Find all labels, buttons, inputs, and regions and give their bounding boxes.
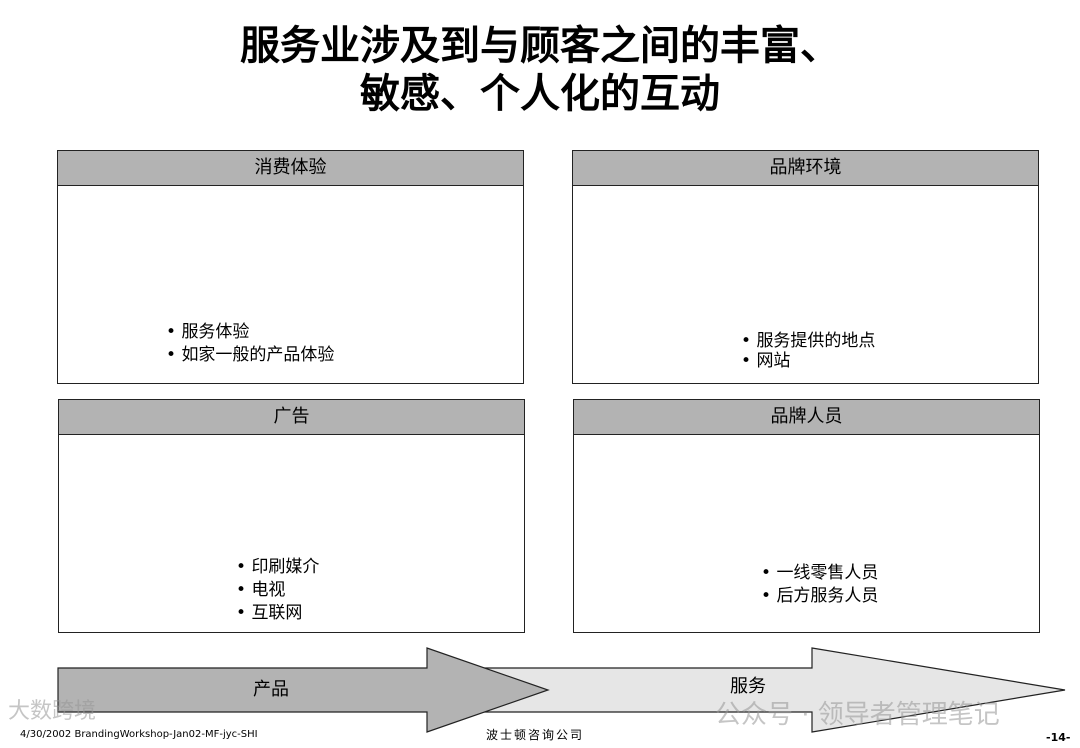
box-header: 品牌环境 — [573, 151, 1038, 186]
title-line-1: 服务业涉及到与顾客之间的丰富、 — [240, 23, 840, 69]
service-label: 服务 — [730, 676, 766, 697]
product-label: 产品 — [253, 679, 289, 700]
list-item: 服务提供的地点 — [741, 331, 875, 351]
box-header: 消费体验 — [58, 151, 523, 186]
service-arrow — [439, 647, 1066, 733]
footer-file: 4/30/2002 BrandingWorkshop-Jan02-MF-jyc-… — [20, 729, 258, 740]
box-brand-environment: 品牌环境 服务提供的地点网站 — [572, 150, 1039, 384]
footer-company: 波士顿咨询公司 — [486, 728, 585, 742]
list-item: 如家一般的产品体验 — [166, 344, 334, 367]
box-header: 品牌人员 — [574, 400, 1039, 435]
box-header: 广告 — [59, 400, 524, 435]
title-line-2: 敏感、个人化的互动 — [360, 71, 720, 117]
product-arrow — [57, 647, 550, 733]
box-brand-people: 品牌人员 一线零售人员后方服务人员 — [573, 399, 1040, 633]
product-service-arrows — [57, 647, 1066, 733]
slide-title: 服务业涉及到与顾客之间的丰富、 敏感、个人化的互动 — [0, 22, 1080, 118]
list-item: 服务体验 — [166, 321, 334, 344]
box-consumer-experience: 消费体验 服务体验如家一般的产品体验 — [57, 150, 524, 384]
list-item: 电视 — [236, 579, 319, 602]
list-item: 一线零售人员 — [761, 562, 878, 585]
list-item: 互联网 — [236, 602, 319, 625]
list-item: 后方服务人员 — [761, 585, 878, 608]
list-item: 印刷媒介 — [236, 556, 319, 579]
box-advertising: 广告 印刷媒介电视互联网 — [58, 399, 525, 633]
page-number: -14- — [1046, 731, 1071, 744]
list-item: 网站 — [741, 351, 875, 371]
watermark-right: 公众号 · 领导者管理笔记 — [715, 700, 1000, 730]
watermark-left: 大数跨境 — [8, 699, 97, 724]
